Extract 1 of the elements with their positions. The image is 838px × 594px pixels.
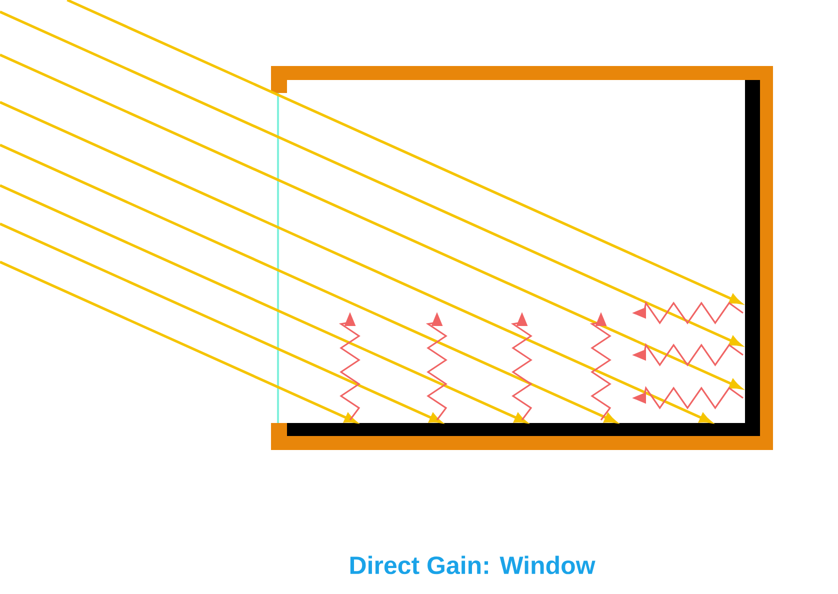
title: Direct Gain: Window (350, 556, 596, 574)
